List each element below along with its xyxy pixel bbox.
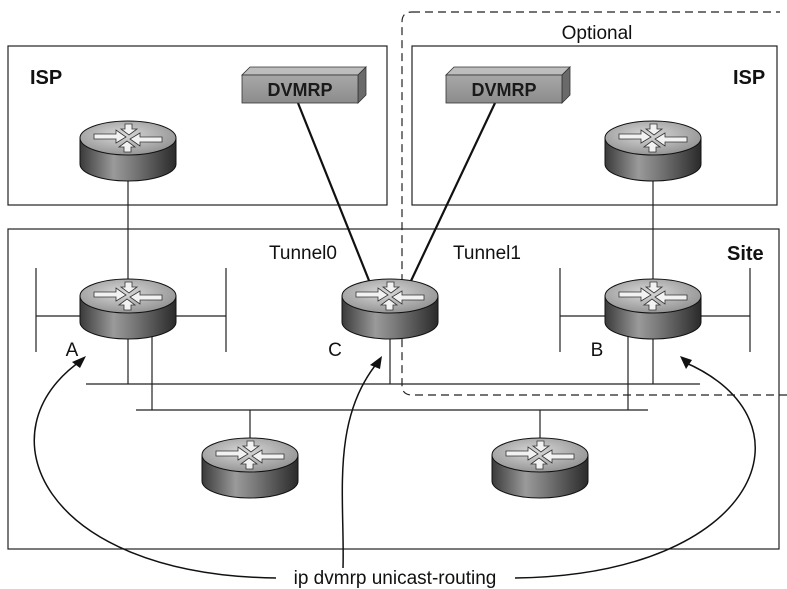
command-callout-arrows [33, 359, 756, 579]
router-isp-left [79, 120, 177, 182]
router-a-label: A [66, 340, 79, 361]
dvmrp-box-right: DVMRP [445, 66, 571, 104]
command-callout-arrowheads [72, 356, 692, 369]
isp-left-box [7, 45, 388, 206]
dvmrp-left-label: DVMRP [267, 80, 332, 100]
router-isp-right [604, 120, 702, 182]
tunnel0-link [296, 102, 372, 284]
router-c-label: C [328, 340, 342, 361]
router-a [79, 278, 177, 340]
router-c [341, 278, 439, 340]
optional-region-border [401, 11, 787, 396]
tunnel0-label: Tunnel0 [269, 243, 337, 264]
isp-right-label: ISP [733, 67, 765, 89]
router-b-label: B [591, 340, 604, 361]
router-b [604, 278, 702, 340]
site-box [7, 228, 780, 550]
site-label: Site [727, 243, 764, 265]
tunnel1-link [409, 102, 496, 284]
router-lan-right [491, 437, 589, 499]
isp-right-box [411, 45, 778, 206]
router-lan-left [201, 437, 299, 499]
command-label: ip dvmrp unicast-routing [294, 568, 497, 589]
dvmrp-right-label: DVMRP [471, 80, 536, 100]
tunnel1-label: Tunnel1 [453, 243, 521, 264]
optional-label: Optional [562, 23, 633, 44]
lan-bus [86, 330, 700, 448]
dvmrp-box-left: DVMRP [241, 66, 367, 104]
isp-left-label: ISP [30, 67, 62, 89]
